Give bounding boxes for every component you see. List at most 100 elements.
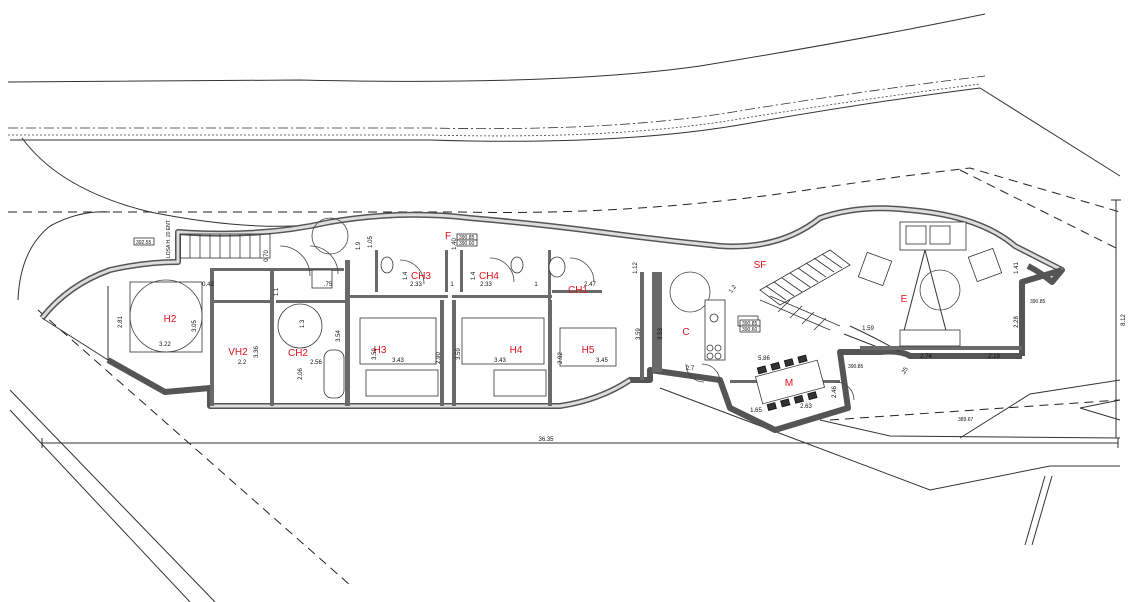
svg-text:1.4: 1.4 (403, 271, 409, 280)
svg-text:.75: .75 (324, 282, 333, 288)
svg-text:2.28: 2.28 (1014, 316, 1020, 328)
svg-text:3.22: 3.22 (159, 342, 171, 348)
right-terrain-c (819, 419, 1121, 439)
dashed-line-right-low (829, 399, 1121, 421)
armchair-right (967, 247, 1003, 283)
stair-left: LOSA H. 20 ENT. (166, 219, 271, 259)
room-h3: H3 (374, 345, 387, 356)
bed-h4 (493, 369, 547, 397)
svg-text:2.81: 2.81 (118, 316, 124, 328)
furniture (129, 221, 1003, 411)
left-wing-wall (41, 286, 109, 361)
terrain-line-top (7, 13, 986, 83)
svg-text:2.33: 2.33 (480, 282, 492, 288)
svg-text:0.70: 0.70 (264, 250, 270, 262)
svg-text:1.4: 1.4 (471, 271, 477, 280)
room-h2: H2 (164, 314, 177, 325)
dimension-total: 36.35 (41, 437, 1119, 448)
svg-text:2.33: 2.33 (410, 282, 422, 288)
right-terrain-d (959, 379, 1121, 439)
room-ch1: CH1 (568, 285, 588, 296)
room-ch3: CH3 (411, 271, 431, 282)
svg-text:2.74: 2.74 (920, 354, 932, 360)
svg-text:3.43: 3.43 (494, 358, 506, 364)
room-vh2: VH2 (228, 347, 248, 358)
level-right: 390.85 (1030, 299, 1046, 305)
svg-text:1: 1 (534, 282, 538, 288)
room-c: C (682, 327, 689, 338)
dashed-line-lower (37, 309, 351, 586)
dashed-line-right (959, 169, 1121, 251)
stair-note: LOSA H. 20 ENT. (166, 219, 172, 258)
level-left: 392.55 (136, 240, 152, 246)
svg-text:2.90: 2.90 (436, 352, 442, 364)
dim-height: 8.12 (1121, 314, 1127, 326)
bathtub (323, 349, 345, 399)
svg-text:3.54: 3.54 (336, 330, 342, 342)
svg-text:1.9: 1.9 (356, 241, 362, 250)
bed-h2 (129, 281, 203, 353)
svg-text:3.36: 3.36 (254, 346, 260, 358)
level-mid: 390.85 (848, 364, 864, 370)
room-labels: H2 VH2 CH2 H3 H4 H5 CH3 CH4 CH1 F C SF M… (164, 231, 908, 389)
dashed-line-upper (8, 167, 1121, 213)
level-sf: 390.85 (742, 321, 758, 327)
level-f1: 390.85 (459, 235, 475, 241)
room-h5: H5 (582, 345, 595, 356)
dining-table (754, 354, 826, 411)
doors (277, 217, 961, 401)
room-h4: H4 (510, 345, 523, 356)
level-f2: 390.60 (459, 241, 475, 247)
svg-text:3.53: 3.53 (658, 328, 664, 340)
right-terrain-a (1024, 475, 1046, 546)
svg-text:2.63: 2.63 (800, 404, 812, 410)
dimension-height: 8.12 (1111, 199, 1127, 438)
terrain-line-curve (21, 137, 321, 227)
bed-h3 (365, 369, 439, 397)
svg-text:1.41: 1.41 (1014, 262, 1020, 274)
right-terrain-b (1031, 475, 1053, 546)
diag-line-a (9, 389, 216, 602)
svg-text:2.47: 2.47 (584, 282, 596, 288)
bottom-terrain (659, 387, 1120, 491)
svg-text:2.06: 2.06 (298, 368, 304, 380)
dim-total: 36.35 (538, 437, 554, 443)
svg-text:1.65: 1.65 (750, 408, 762, 414)
level-sf2: 390.60 (742, 327, 758, 333)
svg-text:2.92: 2.92 (558, 352, 564, 364)
armchair-left (857, 251, 893, 287)
svg-text:1.40: 1.40 (452, 238, 458, 250)
svg-text:.25: .25 (900, 366, 910, 377)
room-m: M (785, 378, 793, 389)
svg-text:3.59: 3.59 (372, 348, 378, 360)
svg-text:1.3: 1.3 (300, 319, 306, 328)
toilet-a (311, 269, 333, 289)
level-bottom: 389.67 (958, 417, 974, 423)
kitchen-counter (704, 299, 726, 361)
svg-text:1: 1 (450, 282, 454, 288)
svg-text:1.2: 1.2 (728, 284, 738, 295)
room-sf: SF (754, 260, 767, 271)
svg-text:2.46: 2.46 (832, 386, 838, 398)
dimension-labels: 3.22 2.81 3.05 0.42 2.2 3.36 2.56 2.06 3… (118, 236, 1020, 414)
svg-text:5.86: 5.86 (758, 356, 770, 362)
svg-text:2.56: 2.56 (310, 360, 322, 366)
svg-text:2.7: 2.7 (686, 366, 695, 372)
svg-text:3.43: 3.43 (392, 358, 404, 364)
right-terrain-e (1079, 399, 1121, 421)
toilet-b (548, 256, 566, 278)
site-lines (7, 13, 1121, 602)
svg-text:1.59: 1.59 (862, 326, 874, 332)
svg-text:2.19: 2.19 (988, 354, 1000, 360)
building-walls (39, 205, 1065, 433)
terrain-line-upper (10, 87, 1121, 177)
svg-text:3.45: 3.45 (596, 358, 608, 364)
partitions (210, 250, 1022, 406)
svg-text:3.05: 3.05 (192, 320, 198, 332)
svg-text:3.59: 3.59 (636, 328, 642, 340)
svg-text:1.05: 1.05 (368, 236, 374, 248)
right-wing-wall (1019, 267, 1063, 356)
property-line-top (8, 75, 986, 130)
left-terrain (17, 211, 111, 301)
